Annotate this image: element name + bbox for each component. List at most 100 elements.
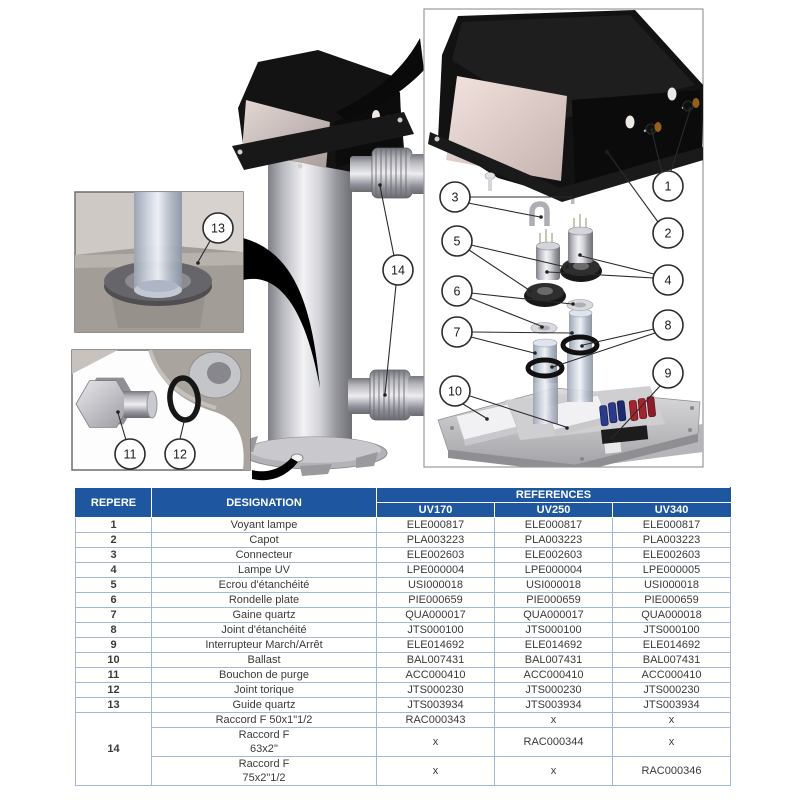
exploded-view-box: 1 2 3 4 5 6 — [423, 8, 704, 468]
cell-uv340: x — [611, 712, 732, 728]
cell-uv340: JTS000100 — [611, 622, 732, 638]
table-row: 13 Guide quartz JTS003934 JTS003934 JTS0… — [75, 697, 732, 713]
svg-text:3: 3 — [452, 191, 459, 205]
callout-13: 13 — [196, 212, 234, 265]
cell-designation: Guide quartz — [151, 697, 377, 713]
table-row: 12 Joint torique JTS000230 JTS000230 JTS… — [75, 682, 732, 698]
cell-repere-14: 14 — [75, 712, 152, 786]
table-row: 3 Connecteur ELE002603 ELE002603 ELE0026… — [75, 547, 732, 563]
cell-repere: 10 — [75, 652, 152, 668]
header-uv250: UV250 — [494, 502, 613, 518]
indicator-lamp — [654, 122, 662, 132]
svg-text:2: 2 — [665, 227, 672, 241]
wire-connectors — [599, 396, 656, 454]
cell-uv340: LPE000005 — [611, 562, 732, 578]
table-row: 11 Bouchon de purge ACC000410 ACC000410 … — [75, 667, 732, 683]
cell-repere: 4 — [75, 562, 152, 578]
cell-designation: Lampe UV — [151, 562, 377, 578]
cell-uv170: JTS000100 — [376, 622, 495, 638]
cell-designation: Ballast — [151, 652, 377, 668]
cell-uv340: PLA003223 — [611, 532, 732, 548]
cell-repere: 9 — [75, 637, 152, 653]
cell-uv340: x — [611, 727, 732, 757]
cell-uv250: PIE000659 — [494, 592, 613, 608]
cell-repere: 12 — [75, 682, 152, 698]
svg-text:4: 4 — [665, 274, 672, 288]
cell-uv250: ELE002603 — [494, 547, 613, 563]
cell-uv170: ELE014692 — [376, 637, 495, 653]
callout-12: 12 — [164, 419, 196, 470]
table-row: 2 Capot PLA003223 PLA003223 PLA003223 — [75, 532, 732, 548]
cell-repere: 2 — [75, 532, 152, 548]
cell-designation: Rondelle plate — [151, 592, 377, 608]
cell-designation: Raccord F 50x1"1/2 — [151, 712, 377, 728]
svg-text:14: 14 — [391, 264, 405, 278]
cell-designation: Raccord F 63x2'' — [151, 727, 377, 757]
cell-uv340: JTS000230 — [611, 682, 732, 698]
ballast-trays — [455, 394, 608, 446]
cell-uv170: x — [376, 756, 495, 786]
callout-5: 5 — [441, 225, 569, 293]
cell-designation: Capot — [151, 532, 377, 548]
table-row: 1 Voyant lampe ELE000817 ELE000817 ELE00… — [75, 517, 732, 533]
o-rings — [525, 334, 600, 379]
svg-text:13: 13 — [211, 222, 225, 236]
cell-uv170: RAC000343 — [376, 712, 495, 728]
table-row: 5 Ecrou d'étanchéité USI000018 USI000018… — [75, 577, 732, 593]
cover-exploded — [428, 10, 703, 202]
cell-uv250: PLA003223 — [494, 532, 613, 548]
svg-text:10: 10 — [448, 385, 462, 399]
parts-diagram-svg: 13 11 12 — [71, 8, 704, 481]
callout-circle — [652, 217, 684, 249]
cell-uv170: USI000018 — [376, 577, 495, 593]
callout-circle — [441, 275, 473, 307]
cell-designation: Joint torique — [151, 682, 377, 698]
main-assembly — [232, 38, 450, 481]
cell-uv340: ELE000817 — [611, 517, 732, 533]
callout-10: 10 — [439, 375, 569, 430]
indicator-lamp — [692, 98, 700, 108]
callout-circle — [164, 438, 196, 470]
callout-7: 7 — [441, 316, 574, 355]
cell-uv170: BAL007431 — [376, 652, 495, 668]
body-cylinder — [236, 158, 388, 476]
callout-circle — [441, 316, 473, 348]
callout-3: 3 — [439, 181, 573, 219]
inset-guide-quartz: 13 — [74, 191, 244, 333]
cell-designation: Gaine quartz — [151, 607, 377, 623]
cell-uv250: RAC000344 — [494, 727, 613, 757]
cell-uv250: JTS003934 — [494, 697, 613, 713]
svg-text:7: 7 — [454, 326, 461, 340]
cell-uv170: QUA000017 — [376, 607, 495, 623]
cell-repere: 3 — [75, 547, 152, 563]
cell-uv340: JTS003934 — [611, 697, 732, 713]
cell-uv250: x — [494, 712, 613, 728]
cell-uv250: ELE014692 — [494, 637, 613, 653]
header-designation: DESIGNATION — [151, 487, 377, 518]
cell-uv170: PIE000659 — [376, 592, 495, 608]
link-band-bottom — [252, 458, 298, 481]
parts-table: REPERE DESIGNATION REFERENCES UV170 UV25… — [75, 487, 732, 786]
callout-11: 11 — [114, 410, 146, 470]
callout-circle — [439, 181, 471, 213]
svg-text:5: 5 — [454, 235, 461, 249]
callout-2: 2 — [605, 150, 684, 249]
cell-uv340: ELE002603 — [611, 547, 732, 563]
cell-uv340: USI000018 — [611, 577, 732, 593]
sealing-nuts — [524, 258, 602, 307]
callout-circle — [439, 375, 471, 407]
cell-designation: Bouchon de purge — [151, 667, 377, 683]
cell-uv340: ELE014692 — [611, 637, 732, 653]
cell-uv250: x — [494, 756, 613, 786]
svg-text:9: 9 — [665, 367, 672, 381]
inset-purge-plug: 11 12 — [71, 349, 251, 471]
cell-uv170: JTS000230 — [376, 682, 495, 698]
cell-uv170: x — [376, 727, 495, 757]
cell-repere: 1 — [75, 517, 152, 533]
cell-uv340: RAC000346 — [611, 756, 732, 786]
table-row: Raccord F 75x2"1/2 x x RAC000346 — [76, 756, 732, 786]
cell-uv170: ELE002603 — [376, 547, 495, 563]
cell-repere: 8 — [75, 622, 152, 638]
callout-circle — [652, 170, 684, 202]
